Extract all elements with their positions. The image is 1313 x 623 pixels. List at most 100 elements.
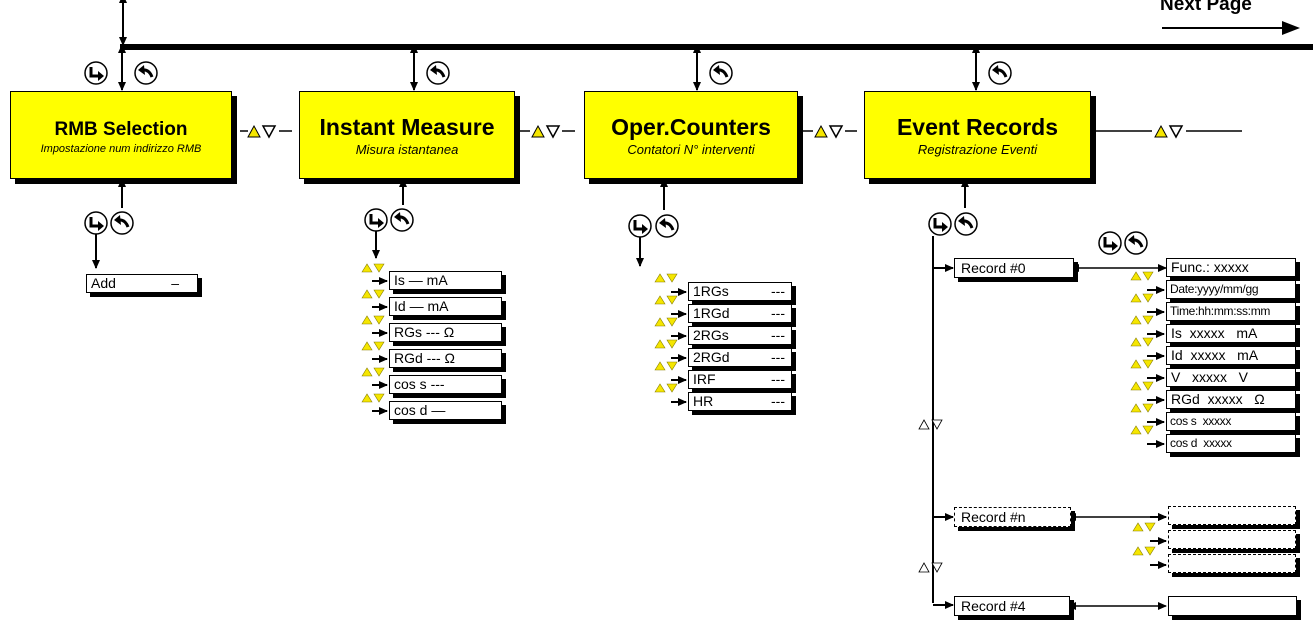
back-icon [654, 213, 680, 239]
record-n-box[interactable]: Record #n [954, 507, 1071, 527]
back-icon [987, 60, 1013, 86]
enter-icon [83, 210, 109, 236]
menu-title: Event Records [896, 114, 1059, 140]
menu-title: RMB Selection [54, 119, 188, 140]
counter-value: --- [771, 393, 785, 409]
field-label: Id xxxxx mA [1171, 347, 1259, 363]
field-label: Is xxxxx mA [1171, 325, 1258, 341]
add-label: Add [91, 275, 116, 291]
counter-value: --- [771, 349, 785, 365]
record-field-item[interactable]: Time:hh:mm:ss:mm [1166, 302, 1296, 321]
menu-title: Instant Measure [319, 114, 495, 140]
add-item[interactable]: Add – [86, 274, 198, 293]
instant-measure-item[interactable]: cos d — [389, 401, 502, 420]
record-field-item[interactable]: cos s xxxxx [1166, 412, 1296, 431]
next-page-label[interactable]: Next Page [1160, 0, 1252, 15]
menu-oper-counters[interactable]: Oper.Counters Contatori N° interventi [584, 91, 798, 179]
field-label: cos s xxxxx [1170, 414, 1232, 428]
instant-measure-item[interactable]: RGd --- Ω [389, 349, 502, 368]
add-value: – [171, 275, 179, 291]
record-0-box[interactable]: Record #0 [954, 258, 1074, 278]
nav-triangles-icon [1154, 125, 1183, 138]
menu-event-records[interactable]: Event Records Registrazione Eventi [864, 91, 1091, 179]
enter-icon [83, 60, 109, 86]
record-field-item[interactable]: cos d xxxxx [1166, 434, 1296, 453]
nav-triangles-icon [361, 341, 385, 351]
counter-value: --- [771, 283, 785, 299]
record-field-item[interactable]: Func.: xxxxx [1166, 258, 1296, 277]
record-field-item[interactable]: Date:yyyy/mm/gg [1166, 280, 1296, 299]
nav-triangles-icon [1130, 403, 1154, 413]
counter-value: --- [771, 327, 785, 343]
field-label: V xxxxx V [1171, 369, 1249, 385]
back-icon [389, 207, 415, 233]
back-icon [109, 210, 135, 236]
record-4-box[interactable]: Record #4 [954, 596, 1070, 616]
menu-instant-measure[interactable]: Instant Measure Misura istantanea [299, 91, 515, 179]
oper-counter-item[interactable]: 1RGs --- [688, 282, 792, 301]
nav-triangles-icon [918, 419, 943, 430]
nav-triangles-icon [1130, 293, 1154, 303]
back-icon [953, 211, 979, 237]
nav-triangles-icon [654, 361, 678, 371]
nav-triangles-icon [361, 393, 385, 403]
nav-triangles-icon [1132, 522, 1156, 532]
counter-label: 1RGs [693, 283, 729, 299]
oper-counter-item[interactable]: HR --- [688, 392, 792, 411]
item-label: Is — mA [394, 272, 448, 288]
instant-measure-item[interactable]: Is — mA [389, 271, 502, 290]
instant-measure-item[interactable]: Id — mA [389, 297, 502, 316]
instant-measure-item[interactable]: cos s --- [389, 375, 502, 394]
record-field-item[interactable]: V xxxxx V [1166, 368, 1296, 387]
back-icon [425, 60, 451, 86]
nav-triangles-icon [1130, 315, 1154, 325]
oper-counter-item[interactable]: 2RGs --- [688, 326, 792, 345]
nav-triangles-icon [654, 317, 678, 327]
record-field-item[interactable]: Is xxxxx mA [1166, 324, 1296, 343]
instant-measure-item[interactable]: RGs --- Ω [389, 323, 502, 342]
counter-label: IRF [693, 371, 716, 387]
nav-triangles-icon [1132, 546, 1156, 556]
back-icon [708, 60, 734, 86]
record-n-field-item[interactable] [1168, 506, 1296, 525]
nav-triangles-icon [654, 339, 678, 349]
nav-triangles-icon [1130, 271, 1154, 281]
nav-triangles-icon [1130, 425, 1154, 435]
nav-triangles-icon [814, 125, 843, 138]
record-4-field-box[interactable] [1168, 596, 1297, 616]
counter-label: HR [693, 393, 714, 409]
enter-icon [627, 213, 653, 239]
counter-label: 2RGd [693, 349, 730, 365]
next-page-arrowhead [1282, 21, 1300, 35]
field-label: cos d xxxxx [1170, 436, 1232, 450]
oper-counter-item[interactable]: 2RGd --- [688, 348, 792, 367]
record-field-item[interactable]: RGd xxxxx Ω [1166, 390, 1296, 409]
oper-counter-item[interactable]: IRF --- [688, 370, 792, 389]
enter-icon [1097, 230, 1123, 256]
item-label: Id — mA [394, 298, 449, 314]
record-n-field-item[interactable] [1168, 554, 1296, 573]
menu-rmb-selection[interactable]: RMB Selection Impostazione num indirizzo… [10, 91, 232, 179]
field-label: RGd xxxxx Ω [1171, 391, 1265, 407]
counter-value: --- [771, 371, 785, 387]
menu-subtitle: Misura istantanea [355, 142, 459, 157]
menu-subtitle: Contatori N° interventi [627, 142, 755, 157]
record-n-field-item[interactable] [1168, 530, 1296, 549]
counter-label: 1RGd [693, 305, 730, 321]
counter-label: 2RGs [693, 327, 729, 343]
field-label: Date:yyyy/mm/gg [1170, 282, 1259, 296]
record-field-item[interactable]: Id xxxxx mA [1166, 346, 1296, 365]
nav-triangles-icon [1130, 337, 1154, 347]
nav-triangles-icon [1130, 359, 1154, 369]
nav-triangles-icon [918, 562, 943, 573]
enter-icon [927, 211, 953, 237]
item-label: RGd --- Ω [394, 350, 456, 366]
oper-counter-item[interactable]: 1RGd--- [688, 304, 792, 323]
menu-title: Oper.Counters [611, 114, 771, 140]
field-label: Func.: xxxxx [1171, 259, 1249, 275]
nav-triangles-icon [361, 315, 385, 325]
nav-triangles-icon [361, 289, 385, 299]
nav-triangles-icon [654, 273, 678, 283]
item-label: cos d — [394, 402, 446, 418]
